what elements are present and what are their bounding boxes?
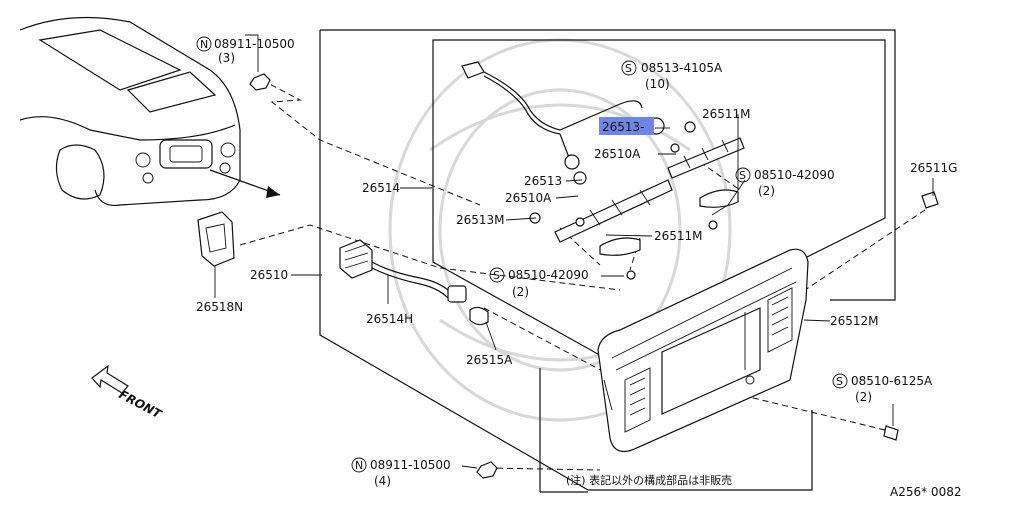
- clip-26511G: [921, 191, 939, 209]
- badge-s-b: [735, 167, 751, 183]
- label-screw-a-code: 08513-4105A: [641, 61, 723, 75]
- svg-text:N: N: [200, 38, 208, 51]
- label-26511M-1: 26511M: [702, 107, 751, 121]
- figure-code: A256* 0082: [890, 485, 961, 499]
- direction-arrow: [209, 169, 281, 198]
- label-screw-d-qty: (2): [855, 390, 872, 404]
- highlight-box: [599, 117, 654, 135]
- label-nut-bottom-qty: (4): [374, 474, 391, 488]
- label-screw-b-code: 08510-42090: [754, 168, 835, 182]
- badge-s-d: [832, 373, 848, 389]
- label-nut-top-code: 08911-10500: [214, 37, 295, 51]
- badge-s-c: [489, 267, 505, 283]
- part-labels: 08911-10500 (3) 08513-4105A (10) 26513- …: [196, 37, 961, 499]
- label-26514: 26514: [362, 181, 400, 195]
- label-26510A-2: 26510A: [505, 191, 552, 205]
- label-26512M: 26512M: [830, 314, 879, 328]
- part-26512M-finisher: [597, 248, 809, 453]
- label-nut-bottom-code: 08911-10500: [370, 458, 451, 472]
- label-26515A: 26515A: [466, 353, 513, 367]
- label-26510: 26510: [250, 268, 288, 282]
- label-screw-d-code: 08510-6125A: [851, 374, 933, 388]
- car-illustration: [19, 16, 241, 207]
- leader-lines: [245, 34, 934, 469]
- label-26518N: 26518N: [196, 300, 243, 314]
- label-screw-c-code: 08510-42090: [508, 268, 589, 282]
- badge-n-bottom: [351, 457, 367, 473]
- label-screw-c-qty: (2): [512, 285, 529, 299]
- note-text: (注) 表記以外の構成部品は非販売: [566, 473, 732, 487]
- label-26510A-1: 26510A: [594, 147, 641, 161]
- svg-text:S: S: [493, 269, 500, 282]
- label-26513: 26513: [524, 174, 562, 188]
- badges: N N S S S S: [196, 36, 848, 473]
- label-26511M-2: 26511M: [654, 229, 703, 243]
- part-26518N: [197, 211, 235, 298]
- label-26513-highlighted: 26513-: [602, 120, 645, 134]
- label-26514H: 26514H: [366, 312, 413, 326]
- assembly-lines: [239, 79, 926, 471]
- badge-s-a: [621, 60, 637, 76]
- front-label: FRONT: [117, 387, 165, 421]
- nut-bottom: [476, 461, 498, 479]
- frame-lines: [319, 29, 896, 493]
- label-26513M: 26513M: [456, 213, 505, 227]
- front-indicator: FRONT: [91, 364, 165, 422]
- svg-text:S: S: [625, 62, 632, 75]
- svg-text:S: S: [836, 375, 843, 388]
- part-26510-harness: [339, 239, 489, 326]
- fasteners: [249, 73, 939, 479]
- badge-n-top: [196, 36, 212, 52]
- label-screw-b-qty: (2): [758, 184, 775, 198]
- label-26511G: 26511G: [910, 161, 957, 175]
- screw-6125A: [883, 425, 899, 441]
- label-nut-top-qty: (3): [218, 51, 235, 65]
- nut-top: [249, 73, 271, 91]
- svg-text:N: N: [355, 459, 363, 472]
- label-screw-a-qty: (10): [645, 77, 670, 91]
- svg-text:S: S: [739, 169, 746, 182]
